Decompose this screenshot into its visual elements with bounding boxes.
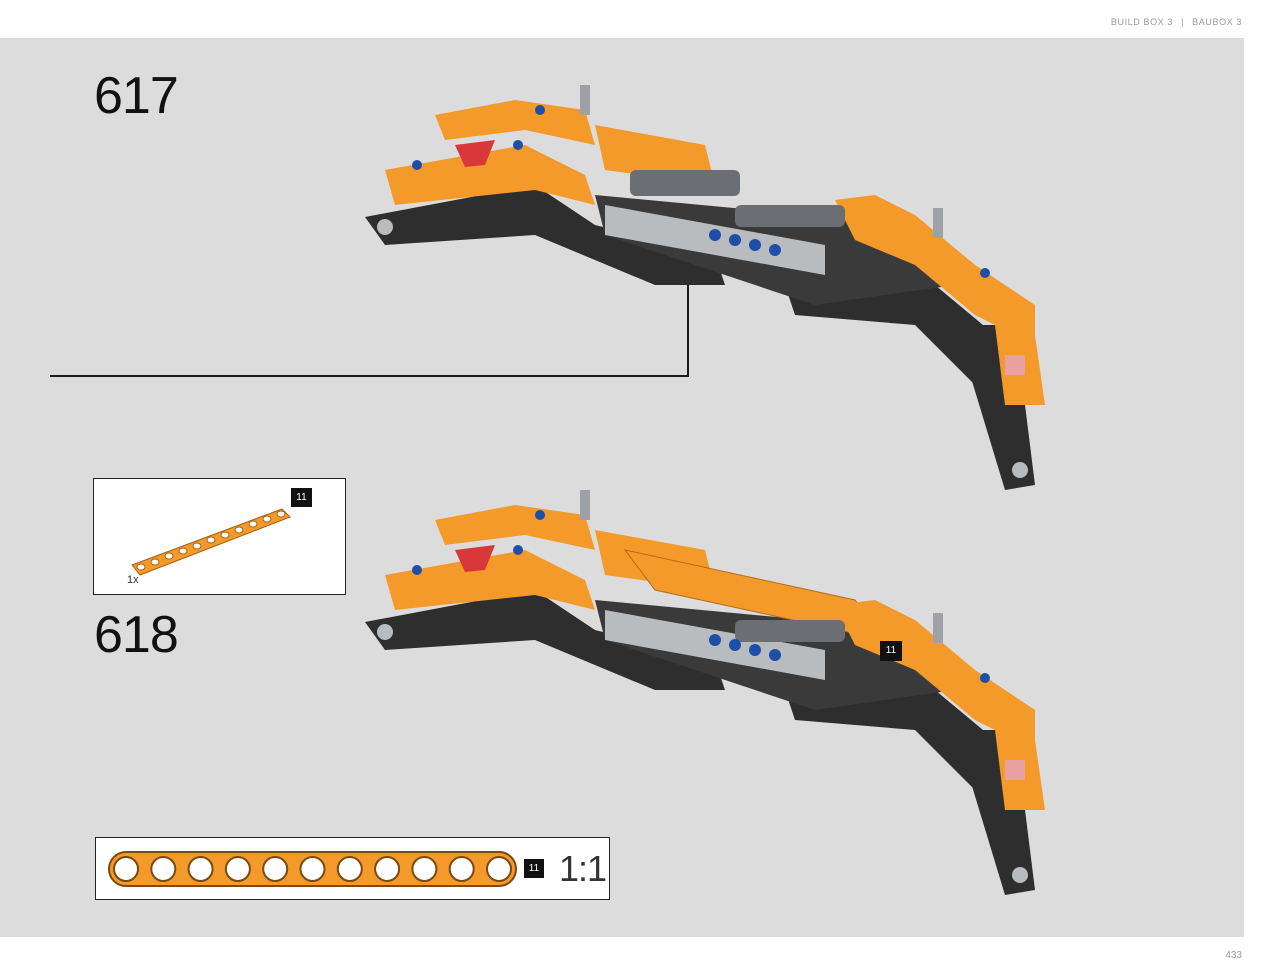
header-separator: | bbox=[1181, 17, 1185, 27]
scale-part-id-badge: 11 bbox=[524, 859, 544, 878]
scale-check-box: 11 1:1 bbox=[95, 837, 610, 900]
part-id-badge: 11 bbox=[291, 488, 312, 507]
beam-11-scale-icon bbox=[108, 851, 517, 887]
step-number-618: 618 bbox=[94, 606, 179, 664]
scale-beam-hole bbox=[448, 856, 475, 882]
header-title-en: BUILD BOX 3 bbox=[1110, 17, 1173, 27]
model-part-id-badge: 11 bbox=[880, 641, 902, 661]
header-title-de: BAUBOX 3 bbox=[1192, 17, 1242, 27]
model-illustration-618 bbox=[365, 490, 1045, 895]
scale-beam-hole bbox=[113, 856, 139, 882]
scale-beam-hole bbox=[262, 856, 289, 882]
scale-beam-hole bbox=[150, 856, 177, 882]
scale-ratio: 1:1 bbox=[559, 848, 607, 889]
scale-beam-hole bbox=[299, 856, 326, 882]
page-header: BUILD BOX 3 | BAUBOX 3 bbox=[1111, 17, 1242, 27]
scale-beam-hole bbox=[336, 856, 363, 882]
scale-beam-hole bbox=[187, 856, 214, 882]
scale-beam-hole bbox=[411, 856, 438, 882]
page-number: 433 bbox=[1225, 950, 1242, 961]
parts-list-box: 11 1x bbox=[93, 478, 346, 595]
step-number-617: 617 bbox=[94, 67, 179, 125]
beam-11-icon bbox=[131, 508, 291, 576]
part-quantity: 1x bbox=[127, 574, 139, 586]
model-illustration-617 bbox=[365, 85, 1045, 490]
scale-beam-hole bbox=[486, 856, 512, 882]
scale-beam-hole bbox=[224, 856, 251, 882]
scale-beam-hole bbox=[374, 856, 401, 882]
